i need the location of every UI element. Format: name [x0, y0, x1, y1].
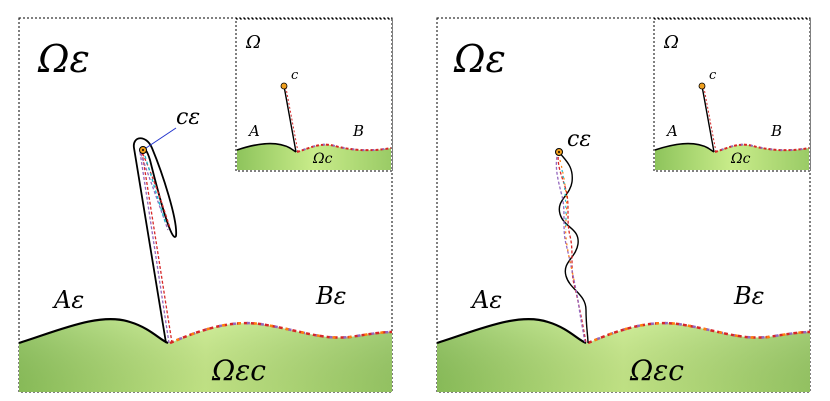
inset-domain-label: Ω	[245, 32, 261, 53]
approx-path	[141, 151, 173, 344]
panel-right: Ωε cε Aε Bε Ωεc Ω c A B Ωc	[436, 17, 811, 393]
inset-set-b-label: B	[770, 122, 782, 140]
inset-geodesic	[701, 85, 715, 153]
point-label: cε	[567, 127, 591, 152]
inset-point-label: c	[291, 68, 299, 83]
set-a-boundary	[18, 318, 169, 345]
point-label: cε	[176, 105, 200, 130]
inset-complement-label: Ωc	[312, 151, 333, 167]
complement-label: Ωεc	[211, 354, 266, 387]
inset-set-a-boundary	[654, 142, 715, 153]
complement-label: Ωεc	[629, 354, 684, 387]
geodesic-curve	[133, 137, 177, 344]
set-a-boundary	[436, 318, 587, 345]
pointer-line	[142, 127, 177, 151]
inset-complement-label: Ωc	[730, 151, 751, 167]
domain-label: Ωε	[453, 37, 506, 81]
approx-path	[557, 151, 587, 344]
inset-point-marker	[280, 82, 288, 90]
inset-left: Ω c A B Ωc	[235, 18, 393, 172]
inset-set-a-boundary	[236, 142, 297, 153]
set-b-boundary	[587, 321, 811, 345]
inset-set-a-label: A	[247, 122, 260, 140]
set-a-label: Aε	[52, 286, 84, 314]
domain-label: Ωε	[37, 37, 90, 81]
panel-left: Ωε cε Aε Bε Ωεc Ω c A B Ωc	[18, 17, 393, 393]
inset-geodesic	[283, 85, 297, 153]
geodesic-curve	[558, 151, 589, 344]
inset-set-a-label: A	[665, 122, 678, 140]
inset-domain-label: Ω	[663, 32, 679, 53]
set-b-label: Bε	[733, 282, 765, 310]
set-b-label: Bε	[315, 282, 347, 310]
set-b-boundary	[169, 321, 393, 345]
inset-point-marker	[698, 82, 706, 90]
inset-right: Ω c A B Ωc	[653, 18, 811, 172]
inset-point-label: c	[709, 68, 717, 83]
set-a-label: Aε	[470, 286, 502, 314]
inset-set-b-label: B	[352, 122, 364, 140]
